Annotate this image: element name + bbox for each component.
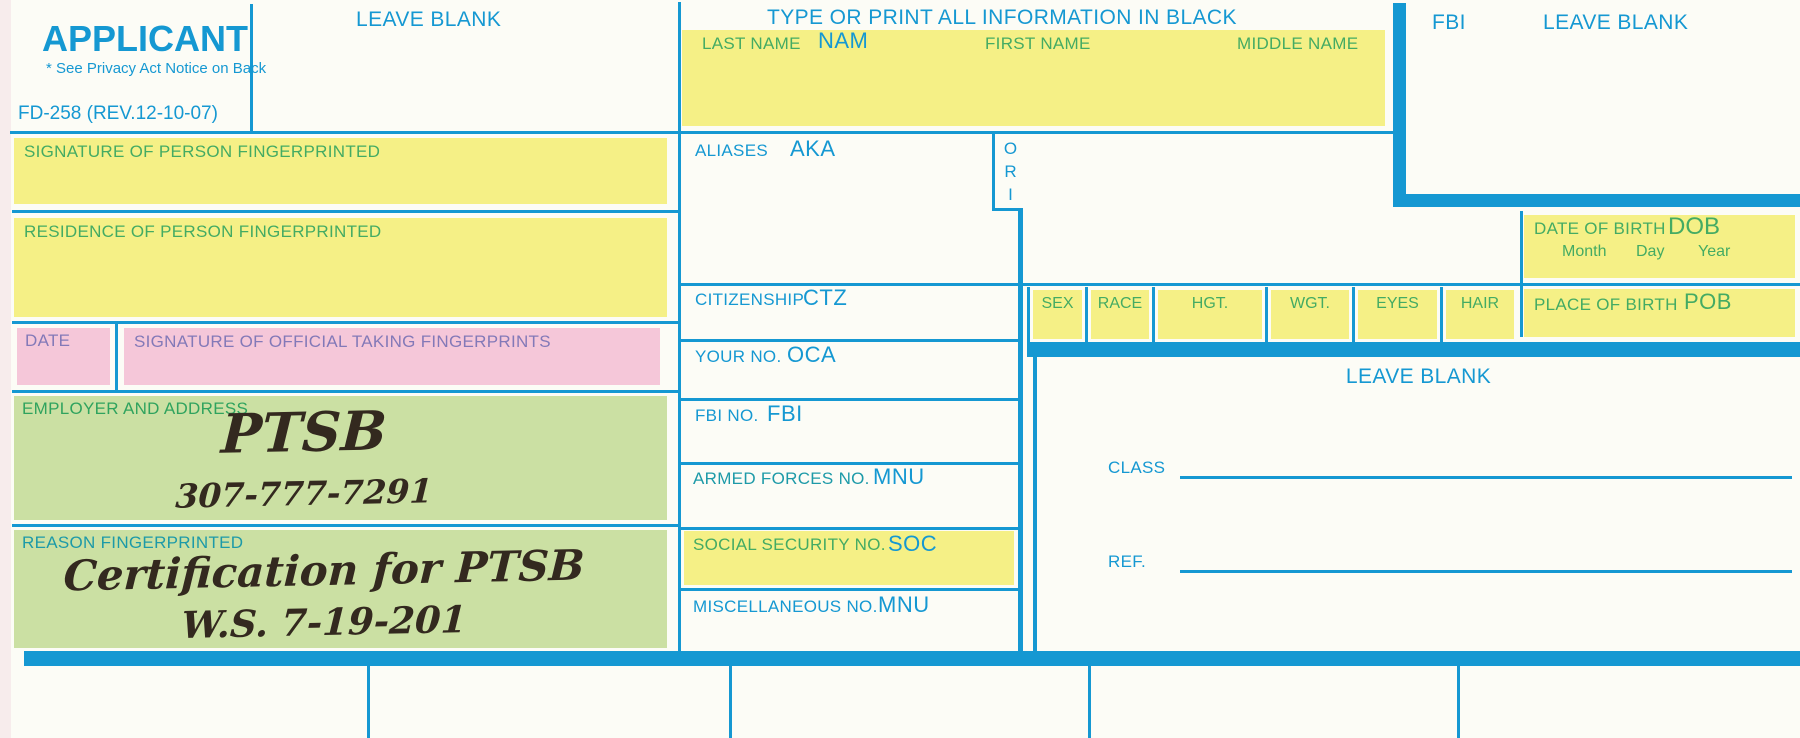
residence-label: RESIDENCE OF PERSON FINGERPRINTED (24, 222, 382, 241)
thick-bar-under-demographics (1027, 342, 1800, 357)
hair-field[interactable]: HAIR (1446, 290, 1514, 339)
privacy-note: * See Privacy Act Notice on Back (46, 60, 267, 77)
reason-field[interactable] (14, 530, 667, 648)
class-line[interactable] (1180, 476, 1792, 479)
corner-bar-vertical (1393, 3, 1406, 207)
name-field[interactable] (682, 30, 1385, 126)
dob-day-label: Day (1636, 243, 1665, 260)
leave-blank-label-left: LEAVE BLANK (356, 8, 502, 31)
ctz-code: CTZ (803, 285, 848, 310)
misc-mnu-code: MNU (878, 592, 930, 617)
rule-under-employer (12, 524, 678, 527)
misc-no-label: MISCELLANEOUS NO. (693, 597, 878, 616)
dem-divider-1 (1085, 287, 1088, 342)
dob-year-label: Year (1698, 243, 1731, 260)
scan-margin (0, 0, 11, 738)
fbi-number-label: FBI (1432, 11, 1466, 34)
race-field[interactable]: RACE (1091, 290, 1149, 339)
dem-divider-2 (1152, 287, 1155, 342)
header-divider-vertical (250, 4, 253, 132)
fingerprint-divider-1 (367, 666, 370, 738)
armed-forces-mnu-code: MNU (873, 464, 925, 489)
middle-name-label: MIDDLE NAME (1237, 34, 1359, 53)
soc-code: SOC (888, 531, 938, 556)
eyes-field[interactable]: EYES (1358, 290, 1437, 339)
date-field[interactable] (17, 328, 110, 385)
rule-under-your-no (678, 398, 1023, 401)
rule-row-283 (678, 283, 1800, 286)
rule-under-fbi-no (678, 462, 1023, 465)
form-number: FD-258 (REV.12-10-07) (18, 103, 218, 124)
dob-code: DOB (1668, 213, 1721, 240)
leave-blank-box-title: LEAVE BLANK (1345, 365, 1492, 388)
ori-label: ORI (1001, 139, 1020, 208)
fingerprint-divider-2 (729, 666, 732, 738)
middle-column-right-border (1018, 208, 1023, 652)
date-label: DATE (25, 331, 71, 350)
official-signature-field[interactable] (124, 328, 660, 385)
hgt-field[interactable]: HGT. (1158, 290, 1262, 339)
employer-label: EMPLOYER AND ADDRESS (22, 399, 249, 418)
residence-field[interactable] (14, 218, 667, 317)
type-instruction: TYPE OR PRINT ALL INFORMATION IN BLACK (767, 6, 1237, 29)
pob-code: POB (1684, 289, 1732, 314)
leave-blank-box-left-border (1033, 357, 1037, 652)
signature-label: SIGNATURE OF PERSON FINGERPRINTED (24, 142, 381, 161)
rule-under-ssn (678, 588, 1023, 591)
first-name-label: FIRST NAME (985, 34, 1091, 53)
aliases-label: ALIASES (695, 141, 768, 160)
bottom-thick-bar (24, 651, 1800, 666)
nam-code: NAM (818, 28, 869, 53)
middle-column-left-border (678, 2, 681, 652)
armed-forces-label: ARMED FORCES NO. (693, 469, 870, 488)
rule-under-residence (12, 321, 678, 324)
dob-month-label: Month (1562, 243, 1607, 260)
leave-blank-label-right: LEAVE BLANK (1543, 11, 1689, 34)
fingerprint-divider-4 (1457, 666, 1460, 738)
aka-code: AKA (790, 136, 836, 161)
official-signature-label: SIGNATURE OF OFFICIAL TAKING FINGERPRINT… (134, 332, 551, 351)
sex-field[interactable]: SEX (1033, 290, 1082, 339)
dem-divider-4 (1352, 287, 1355, 342)
pob-label: PLACE OF BIRTH (1534, 295, 1678, 314)
ori-divider-jog (992, 208, 1023, 211)
ref-line[interactable] (1180, 570, 1792, 573)
fbi-code: FBI (767, 401, 803, 426)
date-official-divider (115, 321, 118, 391)
fingerprint-divider-3 (1088, 666, 1091, 738)
class-label: CLASS (1108, 458, 1166, 477)
wgt-field[interactable]: WGT. (1271, 290, 1349, 339)
rule-under-citizenship (678, 339, 1023, 342)
ssn-field[interactable] (684, 531, 1014, 585)
last-name-label: LAST NAME (702, 34, 801, 53)
pob-field[interactable] (1524, 289, 1795, 337)
dob-field[interactable] (1524, 215, 1795, 278)
rule-under-signature (12, 210, 678, 213)
dob-pob-left-border (1520, 211, 1523, 337)
corner-bar-horizontal (1393, 194, 1800, 207)
employer-field[interactable] (14, 396, 667, 520)
oca-code: OCA (787, 342, 837, 367)
dem-divider-3 (1265, 287, 1268, 342)
rule-under-date-row (12, 390, 678, 393)
signature-field[interactable] (14, 138, 667, 204)
ssn-label: SOCIAL SECURITY NO. (693, 535, 886, 554)
ref-label: REF. (1108, 552, 1147, 571)
rule-under-armed-forces (678, 527, 1023, 530)
fbi-no-label: FBI NO. (695, 406, 759, 425)
dob-label: DATE OF BIRTH (1534, 219, 1666, 238)
dem-divider-0 (1027, 287, 1030, 342)
citizenship-label: CITIZENSHIP (695, 290, 805, 309)
header-bottom-rule (10, 131, 1393, 134)
employer-name-handwriting: PTSB (219, 398, 389, 466)
ori-field[interactable] (1023, 134, 1393, 283)
reason-label: REASON FINGERPRINTED (22, 533, 244, 552)
page-title: APPLICANT (42, 18, 248, 59)
ori-divider-vertical (992, 131, 995, 211)
dem-divider-5 (1440, 287, 1443, 342)
your-no-label: YOUR NO. (695, 347, 782, 366)
